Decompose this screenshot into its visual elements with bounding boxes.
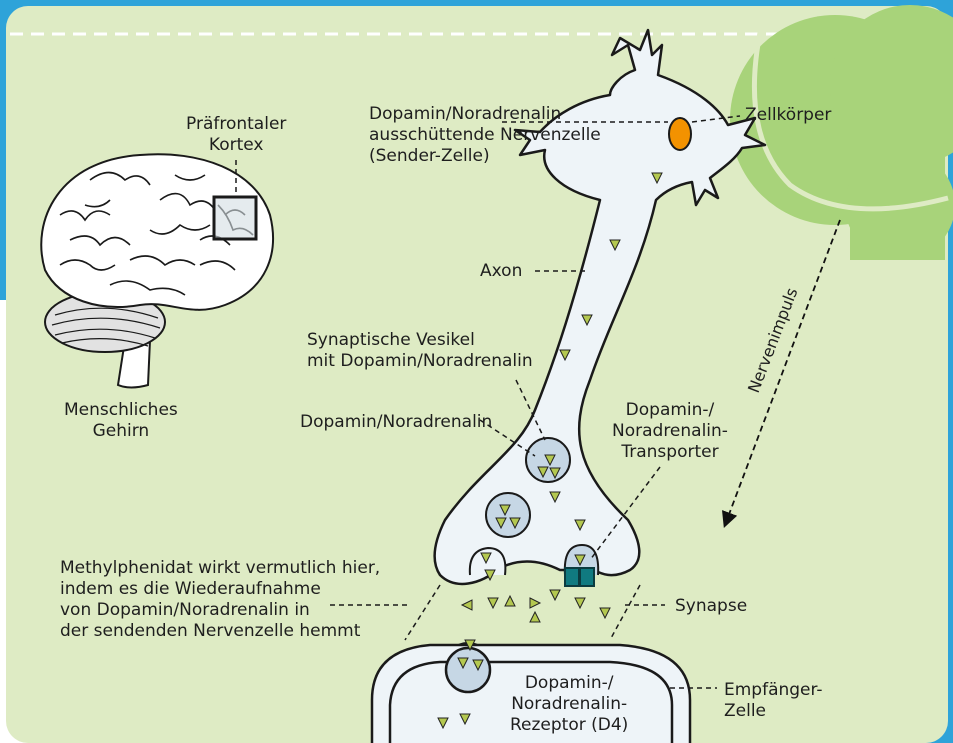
sender-cell-label: Dopamin/Noradrenalin ausschüttende Nerve… (369, 104, 601, 167)
transporter-label: Dopamin-/ Noradrenalin- Transporter (612, 400, 728, 463)
cell-body-label: Zellkörper (745, 105, 831, 126)
receiver-cell-label: Empfänger- Zelle (724, 680, 823, 722)
synaptic-vesicles-label: Synaptische Vesikel mit Dopamin/Noradren… (307, 330, 533, 372)
human-brain-label: Menschliches Gehirn (64, 400, 178, 442)
axon-label: Axon (480, 261, 522, 282)
synapse-label: Synapse (675, 596, 747, 617)
dopamine-label: Dopamin/Noradrenalin (300, 412, 492, 433)
methylphenidate-label: Methylphenidat wirkt vermutlich hier, in… (60, 558, 380, 642)
prefrontal-cortex-label: Präfrontaler Kortex (186, 114, 286, 156)
receptor-label: Dopamin-/ Noradrenalin- Rezeptor (D4) (510, 673, 628, 736)
